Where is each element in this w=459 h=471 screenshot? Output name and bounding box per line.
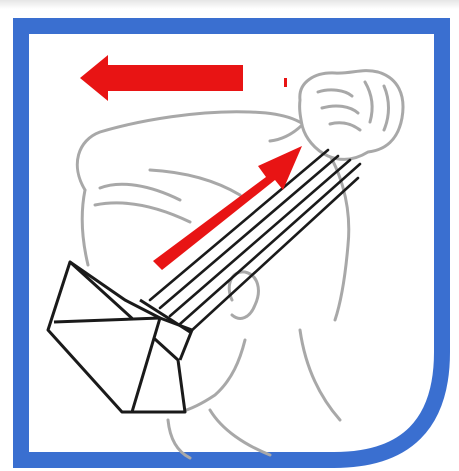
red-tick-mark bbox=[284, 78, 287, 87]
